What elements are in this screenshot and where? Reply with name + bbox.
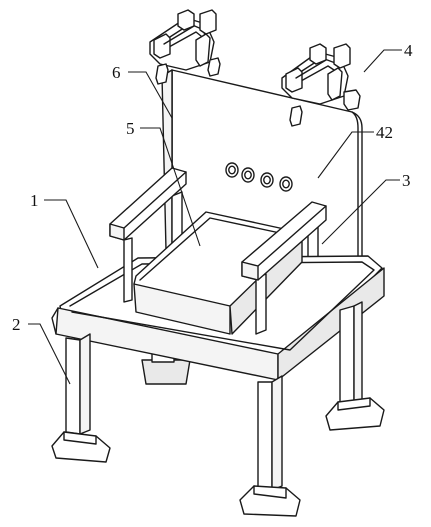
- right-armrest: [241, 201, 327, 335]
- button-3: [260, 172, 274, 188]
- top-left-clamp: [149, 9, 221, 85]
- leader-lines: [28, 49, 402, 385]
- button-1: [225, 162, 239, 178]
- left-armrest: [109, 167, 187, 303]
- button-2: [241, 167, 255, 183]
- label-42: 42: [376, 123, 393, 142]
- top-right-clamp: [281, 43, 361, 127]
- label-3: 3: [402, 171, 411, 190]
- label-5: 5: [126, 119, 135, 138]
- label-6: 6: [112, 63, 121, 82]
- label-4: 4: [404, 41, 413, 60]
- callout-labels: 1 2 3 4 5 6 42: [12, 41, 413, 334]
- button-4: [279, 176, 293, 192]
- front-right-leg: [239, 375, 301, 517]
- control-buttons: [225, 162, 293, 192]
- label-2: 2: [12, 315, 21, 334]
- front-left-leg: [51, 333, 111, 463]
- label-1: 1: [30, 191, 39, 210]
- rear-right-leg: [325, 301, 385, 431]
